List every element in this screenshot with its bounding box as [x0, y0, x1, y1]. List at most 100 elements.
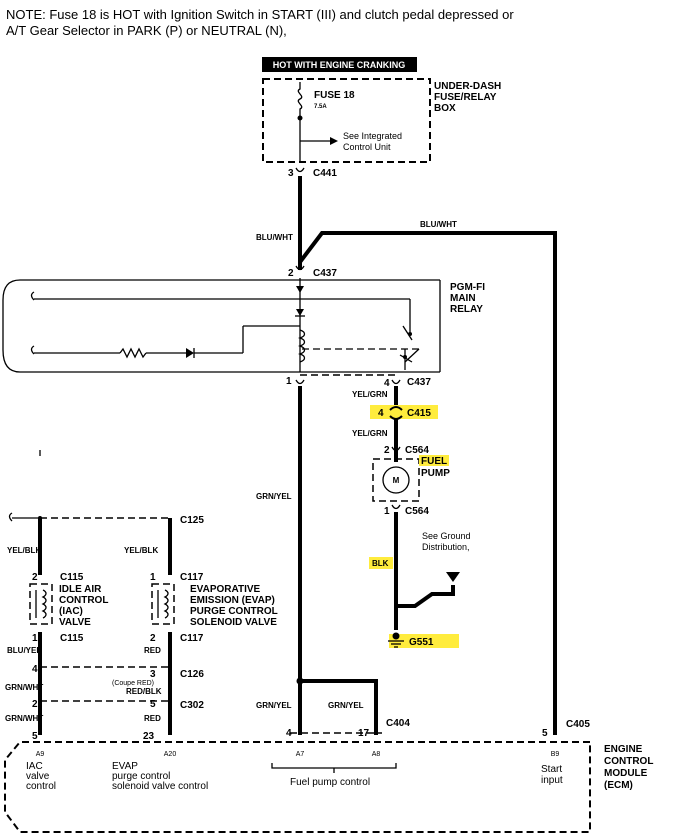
evap-label-2: EMISSION (EVAP) — [190, 595, 275, 606]
see-icu-2: Control Unit — [343, 142, 391, 152]
ecm-pin-b9: B9 — [551, 751, 560, 758]
c405-pin: 5 — [542, 728, 548, 739]
c437-pin-4: 4 — [384, 378, 390, 389]
fuel-pump-label-1: FUEL — [421, 456, 447, 467]
relay-arrow-icon — [296, 286, 304, 293]
c441-pin: 3 — [288, 168, 294, 179]
wire-label-yel-blk-1: YEL/BLK — [7, 546, 41, 555]
ecm-evap-desc-3: solenoid valve control — [112, 781, 208, 792]
c564-pin-2: 2 — [384, 445, 390, 456]
wire-label-yel-grn-2: YEL/GRN — [352, 429, 388, 438]
motor-icon — [382, 466, 410, 494]
wire-label-grn-yel-main: GRN/YEL — [256, 492, 292, 501]
iac-solenoid-icon — [41, 589, 47, 619]
c404-label: C404 — [386, 718, 410, 729]
note-line-1: NOTE: Fuse 18 is HOT with Ignition Switc… — [6, 7, 514, 22]
ground-label: G551 — [409, 637, 434, 648]
c415-highlight — [370, 405, 438, 419]
hot-label: HOT WITH ENGINE CRANKING — [273, 60, 406, 70]
c437-pin-1: 1 — [286, 376, 292, 387]
ecm-pin-iac: 5 — [32, 731, 38, 742]
wire-label-blu-wht-left: BLU/WHT — [256, 233, 293, 242]
ecm-pin-a7: A7 — [296, 751, 305, 758]
ecm-iac-desc-3: control — [26, 781, 56, 792]
c302-label: C302 — [180, 700, 204, 711]
ecm-fuel-desc: Fuel pump control — [290, 777, 370, 788]
c302-pin-2: 2 — [32, 699, 38, 710]
c115-pin-2: 2 — [32, 572, 38, 583]
ecm-pin-evap: 23 — [143, 731, 155, 742]
ecm-pin-a9: A9 — [36, 751, 45, 758]
ground-arrow-icon — [446, 572, 460, 582]
c126-label: C126 — [180, 669, 204, 680]
iac-label-3: (IAC) — [59, 606, 83, 617]
c117-bottom-label: C117 — [180, 633, 204, 644]
wire-blk — [394, 512, 455, 608]
fuel-pump-control-bracket — [271, 763, 397, 769]
relay-title-3: RELAY — [450, 304, 483, 315]
c117-pin-1: 1 — [150, 572, 156, 583]
c437-top-pin: 2 — [288, 268, 294, 279]
wire-label-grn-yel-bottom-1: GRN/YEL — [256, 701, 292, 710]
evap-solenoid-valve: EVAPORATIVE EMISSION (EVAP) PURGE CONTRO… — [151, 583, 278, 628]
relay-diode-icon — [296, 309, 304, 316]
c415-label: C415 — [407, 408, 431, 419]
ground-dot — [392, 632, 400, 640]
c564-top-label: C564 — [405, 445, 429, 456]
evap-label-4: SOLENOID VALVE — [190, 617, 277, 628]
evap-label-1: EVAPORATIVE — [190, 584, 261, 595]
iac-valve: IDLE AIR CONTROL (IAC) VALVE — [29, 583, 108, 628]
relay-coil-icon — [297, 329, 306, 363]
relay-title-2: MAIN — [450, 293, 476, 304]
c115-top-label: C115 — [60, 572, 84, 583]
see-ground-2: Distribution, — [422, 542, 470, 552]
resistor-icon — [119, 347, 147, 359]
c437-bottom-label: C437 — [407, 377, 431, 388]
ecm-iac-desc-2: valve — [26, 771, 50, 782]
wire-grn-yel-branch — [300, 679, 378, 735]
wire-label-yel-grn-1: YEL/GRN — [352, 390, 388, 399]
iac-valve-box — [29, 583, 53, 625]
wire-label-grn-yel-bottom-2: GRN/YEL — [328, 701, 364, 710]
motor-label: M — [393, 476, 400, 485]
fuse-box-title-3: BOX — [434, 103, 456, 114]
c117-top-label: C117 — [180, 572, 204, 583]
wire-label-grn-wht-2: GRN/WHT — [5, 714, 43, 723]
c126-pin-4: 4 — [32, 664, 38, 675]
iac-label-1: IDLE AIR — [59, 584, 102, 595]
see-ground-1: See Ground — [422, 531, 471, 541]
fuse-box-outline — [262, 78, 431, 163]
ecm-start-desc-1: Start — [541, 764, 562, 775]
c405-label: C405 — [566, 719, 590, 730]
wire-label-red-2: RED — [144, 714, 161, 723]
c125-label: C125 — [180, 515, 204, 526]
wire-label-grn-wht-1: GRN/WHT — [5, 683, 43, 692]
wire-label-red-blk: RED/BLK — [126, 687, 162, 696]
arrow-right-icon — [330, 137, 338, 145]
fuse-box-title-2: FUSE/RELAY — [434, 92, 497, 103]
wire-blu-wht-start — [298, 231, 557, 735]
c564-pin-1: 1 — [384, 506, 390, 517]
ecm-title-1: ENGINE — [604, 744, 643, 755]
ecm-title-2: CONTROL — [604, 756, 653, 767]
ecm-evap-desc-2: purge control — [112, 771, 170, 782]
relay-switch-1-icon — [402, 325, 413, 341]
evap-valve-box — [151, 583, 175, 625]
iac-label-2: CONTROL — [59, 595, 108, 606]
blk-highlight — [369, 557, 393, 569]
note-line-2: A/T Gear Selector in PARK (P) or NEUTRAL… — [6, 23, 287, 38]
c115-pin-1: 1 — [32, 633, 38, 644]
c404-pin-4: 4 — [286, 728, 292, 739]
ecm-title-4: (ECM) — [604, 780, 633, 791]
connector-c441-icon — [295, 167, 305, 173]
fuse-name: FUSE 18 — [314, 90, 355, 101]
ecm-title-3: MODULE — [604, 768, 648, 779]
fuel-pump-label-2: PUMP — [421, 468, 450, 479]
g551-highlight — [389, 634, 459, 648]
ecm-pin-a20: A20 — [164, 751, 177, 758]
c115-bottom-label: C115 — [60, 633, 84, 644]
see-icu-1: See Integrated — [343, 131, 402, 141]
c441-label: C441 — [313, 168, 337, 179]
fuse-relay-box: HOT WITH ENGINE CRANKING UNDER-DASH FUSE… — [262, 57, 501, 163]
